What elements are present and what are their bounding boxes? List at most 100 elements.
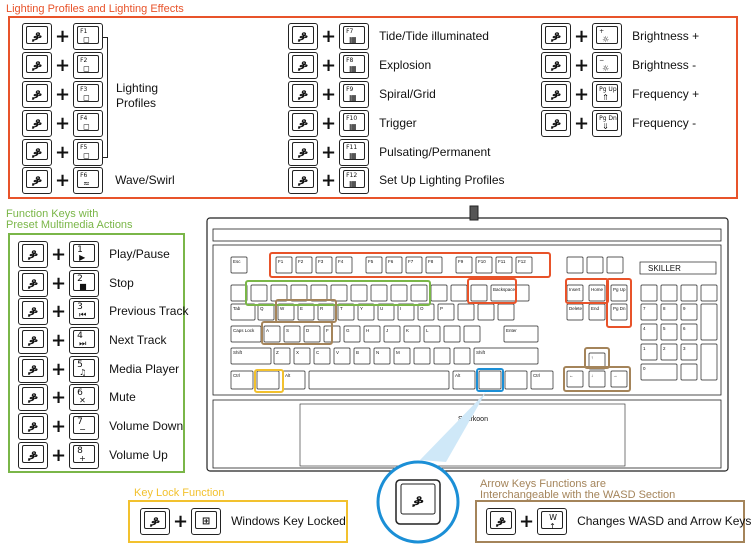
kb-key-f-label: F7 xyxy=(408,259,414,264)
plus-sign: + xyxy=(51,358,67,380)
plus-sign: + xyxy=(574,83,590,105)
kb-key-num xyxy=(310,284,328,302)
kb-key-u-label: U xyxy=(380,306,383,311)
target-key-cap: F6 xyxy=(80,171,88,179)
kb-key-arrow-down-label: ↓ xyxy=(591,373,593,378)
fn-key: ቇ xyxy=(22,80,52,108)
kb-key-home-label: Home xyxy=(591,287,604,292)
combo-row: ቇ+1▶Play/Pause xyxy=(18,240,170,268)
target-key-cap: 3 xyxy=(77,301,83,312)
adjust-icon: ⇑ xyxy=(602,92,609,102)
fn-key: ቇ xyxy=(18,240,48,268)
plus-sign: + xyxy=(51,243,67,265)
combo-label: Brightness + xyxy=(632,29,700,43)
kb-key-f xyxy=(495,256,513,274)
arrow-up-icon: ↑ xyxy=(549,521,556,531)
plus-sign: + xyxy=(55,169,71,191)
kb-key-alt-label: Alt xyxy=(285,373,291,378)
kb-key-num xyxy=(270,284,288,302)
kb-key-f xyxy=(405,256,423,274)
kb-key-x-label: X xyxy=(296,350,299,355)
target-key-cap: F11 xyxy=(346,143,358,151)
target-key-cap: 7 xyxy=(77,416,83,427)
arrow-label: Changes WASD and Arrow Keys xyxy=(577,514,752,528)
lighting-section-box xyxy=(8,16,738,199)
kb-key-f-label: F8 xyxy=(428,259,434,264)
kb-key-numpad xyxy=(660,303,678,321)
wrist-rest xyxy=(212,399,722,469)
arrow-section-box xyxy=(475,500,745,543)
kb-key-q-label: Q xyxy=(260,306,264,311)
combo-row: ቇ+F10▦Trigger xyxy=(288,109,417,137)
kb-key-a xyxy=(263,325,281,343)
kb-key-f-label: F9 xyxy=(458,259,464,264)
kb-key-f xyxy=(385,256,403,274)
plus-sign: + xyxy=(55,83,71,105)
kb-key-f xyxy=(335,256,353,274)
lighting-icon: ◻ xyxy=(83,121,90,131)
adjust-icon: ☼ xyxy=(602,34,610,44)
combo-row: ቇ+5♫Media Player xyxy=(18,355,179,383)
shark-fn-icon: ቇ xyxy=(32,28,42,44)
windows-icon: ⊞ xyxy=(201,515,211,527)
target-key: F4◻ xyxy=(73,109,104,137)
fn-key: ቇ xyxy=(18,412,48,440)
kb-key-numpad-label: 5 xyxy=(663,326,666,331)
target-key: 5♫ xyxy=(69,355,100,383)
keyboard-top-bar xyxy=(212,228,722,242)
target-key-cap: 2 xyxy=(77,273,83,284)
fn-key: ቇ xyxy=(140,507,170,535)
combo-label: Volume Down xyxy=(109,419,184,433)
fn-callout-cone xyxy=(420,392,486,462)
kb-key-f-label: F10 xyxy=(478,259,486,264)
highlight-win-key xyxy=(254,369,284,393)
kb-key-numpad-dot xyxy=(680,363,698,381)
target-key: −☼ xyxy=(592,51,623,79)
fn-key: ቇ xyxy=(18,441,48,469)
kb-key-y-label: Y xyxy=(360,306,363,311)
target-key-cap: 6 xyxy=(77,387,83,398)
combo-row: ቇ+F11▦Pulsating/Permanent xyxy=(288,138,491,166)
plus-sign: + xyxy=(321,169,337,191)
w-key: W↑ xyxy=(537,507,568,535)
kb-key-d xyxy=(303,325,321,343)
kb-key-h xyxy=(363,325,381,343)
kb-key-arrow-right xyxy=(610,370,628,388)
function-section-title-line2: Preset Multimedia Actions xyxy=(6,219,133,231)
plus-sign: + xyxy=(321,83,337,105)
shark-fn-icon: ቇ xyxy=(150,513,160,529)
kb-key-alt-label: Alt xyxy=(455,373,461,378)
shark-fn-icon: ቇ xyxy=(496,513,506,529)
kb-key-punct xyxy=(453,347,471,365)
kb-key-f xyxy=(475,256,493,274)
shark-fn-icon: ቇ xyxy=(298,144,308,160)
combo-label: Stop xyxy=(109,276,134,290)
shark-fn-icon: ቇ xyxy=(298,28,308,44)
shark-fn-icon: ቇ xyxy=(298,172,308,188)
keylock-section-box xyxy=(128,500,348,543)
profiles-label-line1: Lighting xyxy=(116,81,159,95)
shark-fn-icon: ቇ xyxy=(298,57,308,73)
shark-fn-icon: ቇ xyxy=(28,361,38,377)
kb-key-numpad-top xyxy=(680,284,698,302)
media-icon: ⏮ xyxy=(79,309,87,319)
kb-key-numpad-top xyxy=(640,284,658,302)
kb-key-f xyxy=(275,256,293,274)
target-key: 8+ xyxy=(69,441,100,469)
kb-key-backspace-label: Backspace xyxy=(493,287,516,292)
fn-key: ቇ xyxy=(288,138,318,166)
kb-key-sys xyxy=(606,256,624,274)
target-key-cap: F2 xyxy=(80,56,88,64)
target-key: 6✕ xyxy=(69,383,100,411)
target-key: F2◻ xyxy=(73,51,104,79)
kb-key-num xyxy=(410,284,428,302)
plus-sign: + xyxy=(321,25,337,47)
combo-label: Previous Track xyxy=(109,304,189,318)
combo-row: ቇ+7−Volume Down xyxy=(18,412,183,440)
shark-fn-icon: ቇ xyxy=(28,303,38,319)
kb-key-num xyxy=(370,284,388,302)
kb-key-j xyxy=(383,325,401,343)
kb-key-arrow-left xyxy=(566,370,584,388)
shark-fn-icon: ቇ xyxy=(298,86,308,102)
plus-sign: + xyxy=(51,386,67,408)
